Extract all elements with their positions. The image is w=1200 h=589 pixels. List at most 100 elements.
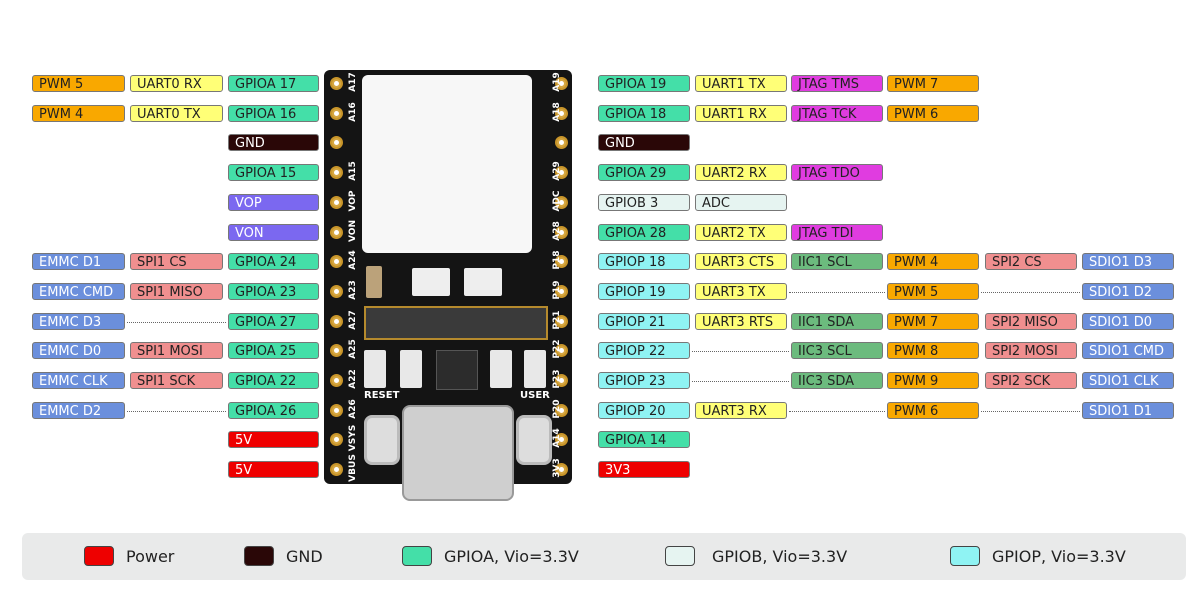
dotted-connector: [127, 321, 226, 323]
header-pin: [330, 77, 343, 90]
pin-label-spi2-sck: SPI2 SCK: [985, 372, 1077, 389]
pin-label-gpioa-19: GPIOA 19: [598, 75, 690, 92]
silkscreen-label: ADC: [552, 190, 562, 212]
header-pin: [330, 315, 343, 328]
pin-label-gpiob-3: GPIOB 3: [598, 194, 690, 211]
fpc-connector: [364, 306, 548, 340]
silkscreen-label: P18: [552, 250, 562, 270]
user-button[interactable]: [516, 415, 552, 465]
dotted-connector: [127, 410, 226, 412]
header-pin: [555, 255, 568, 268]
header-pin: [555, 196, 568, 209]
pin-label-gpioa-15: GPIOA 15: [228, 164, 319, 181]
silkscreen-label: P20: [552, 399, 562, 419]
pin-label-gpioa-24: GPIOA 24: [228, 253, 319, 270]
pin-label-gpiop-20: GPIOP 20: [598, 402, 690, 419]
pin-label-gpiop-21: GPIOP 21: [598, 313, 690, 330]
silkscreen-label: A22: [348, 369, 358, 389]
pin-label-sdio1-d2: SDIO1 D2: [1082, 283, 1174, 300]
header-pin: [555, 404, 568, 417]
user-label: USER: [520, 390, 550, 401]
pin-label-emmc-clk: EMMC CLK: [32, 372, 125, 389]
pin-label-pwm-7: PWM 7: [887, 75, 979, 92]
dotted-connector: [789, 291, 885, 293]
dotted-connector: [981, 410, 1080, 412]
header-pin: [555, 374, 568, 387]
pin-label-uart3-rx: UART3 RX: [695, 402, 787, 419]
pin-label-emmc-d2: EMMC D2: [32, 402, 125, 419]
pin-label-emmc-d1: EMMC D1: [32, 253, 125, 270]
pin-label-sdio1-d0: SDIO1 D0: [1082, 313, 1174, 330]
pin-label-gpioa-17: GPIOA 17: [228, 75, 319, 92]
pin-label-uart2-rx: UART2 RX: [695, 164, 787, 181]
header-pin: [555, 166, 568, 179]
pin-label-iic1-sda: IIC1 SDA: [791, 313, 883, 330]
pin-label-von: VON: [228, 224, 319, 241]
legend-swatch-power: [84, 546, 114, 566]
silkscreen-label: A17: [348, 72, 358, 92]
header-pin: [330, 166, 343, 179]
silkscreen-label: A15: [348, 161, 358, 181]
pin-label-uart1-rx: UART1 RX: [695, 105, 787, 122]
dev-board: RESET USER: [324, 70, 572, 501]
pin-label-pwm-6: PWM 6: [887, 105, 979, 122]
legend-swatch-gpiob: [665, 546, 695, 566]
dotted-connector: [789, 410, 885, 412]
silkscreen-label: A25: [348, 339, 358, 359]
pin-label-uart3-cts: UART3 CTS: [695, 253, 787, 270]
pin-label-spi2-cs: SPI2 CS: [985, 253, 1077, 270]
pin-label-gpioa-28: GPIOA 28: [598, 224, 690, 241]
silkscreen-label: A24: [348, 250, 358, 270]
pin-label-pwm-7: PWM 7: [887, 313, 979, 330]
silkscreen-label: VSYS: [348, 424, 358, 452]
button-pad-4: [524, 350, 546, 388]
pin-label-iic3-sda: IIC3 SDA: [791, 372, 883, 389]
usb-c-connector: [402, 405, 514, 501]
header-pin: [555, 285, 568, 298]
legend-label: GPIOP, Vio=3.3V: [992, 547, 1126, 566]
pin-label-gpiop-18: GPIOP 18: [598, 253, 690, 270]
pin-label-pwm-5: PWM 5: [32, 75, 125, 92]
silkscreen-label: A16: [348, 102, 358, 122]
header-pin: [555, 136, 568, 149]
header-pin: [330, 404, 343, 417]
button-pad-1: [364, 350, 386, 388]
header-pin: [555, 77, 568, 90]
silkscreen-label: A23: [348, 280, 358, 300]
header-pin: [330, 136, 343, 149]
pin-label-gpioa-23: GPIOA 23: [228, 283, 319, 300]
pin-label-gpioa-22: GPIOA 22: [228, 372, 319, 389]
header-pin: [330, 433, 343, 446]
pin-label-gnd: GND: [228, 134, 319, 151]
button-pad-3: [490, 350, 512, 388]
silkscreen-label: A26: [348, 399, 358, 419]
legend-label: GPIOB, Vio=3.3V: [712, 547, 848, 566]
pin-label-5v: 5V: [228, 461, 319, 478]
silkscreen-label: P21: [552, 310, 562, 330]
header-pin: [330, 196, 343, 209]
button-pad-2: [400, 350, 422, 388]
silkscreen-label: 3V3: [552, 458, 562, 478]
pin-label-sdio1-d1: SDIO1 D1: [1082, 402, 1174, 419]
header-pin: [330, 226, 343, 239]
header-pin: [330, 344, 343, 357]
silkscreen-label: A18: [552, 102, 562, 122]
switch-component-1: [412, 268, 450, 296]
pin-label-gpioa-29: GPIOA 29: [598, 164, 690, 181]
legend-label: Power: [126, 547, 175, 566]
pin-label-gnd: GND: [598, 134, 690, 151]
pin-label-gpiop-19: GPIOP 19: [598, 283, 690, 300]
header-pin: [330, 463, 343, 476]
silkscreen-label: A29: [552, 161, 562, 181]
pin-label-uart0-tx: UART0 TX: [130, 105, 223, 122]
pin-label-pwm-8: PWM 8: [887, 342, 979, 359]
pin-label-uart3-tx: UART3 TX: [695, 283, 787, 300]
header-pin: [555, 226, 568, 239]
header-pin: [555, 107, 568, 120]
pin-label-gpioa-26: GPIOA 26: [228, 402, 319, 419]
switch-component-2: [464, 268, 502, 296]
reset-button[interactable]: [364, 415, 400, 465]
pin-label-sdio1-cmd: SDIO1 CMD: [1082, 342, 1174, 359]
dotted-connector: [692, 350, 789, 352]
